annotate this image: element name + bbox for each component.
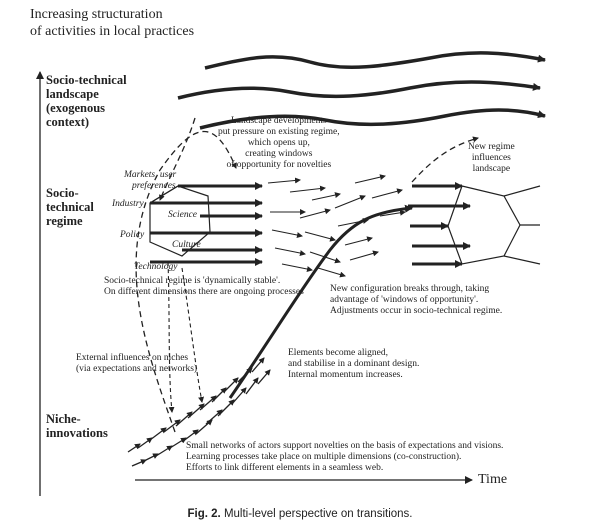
new-regime-lines [503,185,541,265]
aligned-line2: and stabilise in a dominant design. [288,359,420,369]
external-line2: (via expectations and networks) [76,364,198,374]
figure-caption: Fig. 2. Multi-level perspective on trans… [0,508,600,520]
caption-label: Fig. 2. [187,508,221,520]
external-influence-dashes [167,261,205,413]
aligned-line3: Internal momentum increases. [288,370,403,380]
caption-text: Multi-level perspective on transitions. [223,508,413,520]
landscape-dev-line2: put pressure on existing regime, [218,127,340,137]
time-axis-label: Time [478,472,508,487]
landscape-line4: context) [46,115,90,129]
hex-label-technology: Technology [134,262,178,272]
regime-turbulence-arrows [267,174,406,278]
small-networks-line1: Small networks of actors support novelti… [186,441,504,451]
niche-arrows [127,357,271,467]
new-regime-line3: landscape [472,164,511,174]
dyn-stable-line2: On different dimensions there are ongoin… [104,287,304,297]
annotation-landscape-developments: Landscape developments put pressure on e… [218,116,340,171]
regime-line2: technical [46,200,94,214]
level-label-landscape: Socio-technical landscape (exogenous con… [46,73,127,129]
hex-label-policy: Policy [120,230,145,240]
hex-label-industry: Industry [112,199,144,209]
hex-label-preferences: preferences [132,181,176,191]
small-networks-line3: Efforts to link different elements in a … [186,463,384,473]
small-networks-line2: Learning processes take place on multipl… [186,452,462,462]
annotation-breakthrough: New configuration breaks through, taking… [330,284,502,317]
landscape-dev-line5: of opportunity for novelties [226,160,332,170]
niche-line1: Niche- [46,412,81,426]
external-line1: External influences on niches [76,353,189,363]
annotation-aligned: Elements become aligned, and stabilise i… [288,348,419,381]
landscape-dev-line1: Landscape developments [230,116,327,126]
regime-arrows-left [150,182,263,266]
breakthrough-line2: advantage of 'windows of opportunity'. [330,295,479,305]
niche-line2: innovations [46,426,108,440]
regime-arrows-right [408,182,471,268]
aligned-line1: Elements become aligned, [288,348,388,358]
breakthrough-trajectory [228,204,413,399]
annotation-dynamically-stable: Socio-technical regime is 'dynamically s… [104,276,304,298]
new-regime-hexagon [447,185,521,265]
dashed-new-regime-up [411,136,479,183]
landscape-line1: Socio-technical [46,73,127,87]
regime-line3: regime [46,214,83,228]
annotation-new-regime: New regime influences landscape [468,142,515,175]
breakthrough-line1: New configuration breaks through, taking [330,284,490,294]
level-label-niche: Niche- innovations [46,412,108,440]
landscape-dev-line4: creating windows [245,149,313,159]
landscape-waves [177,51,546,130]
level-label-regime: Socio- technical regime [46,186,94,228]
breakthrough-line3: Adjustments occur in socio-technical reg… [330,306,503,316]
hex-label-science: Science [168,210,198,220]
new-regime-line1: New regime [468,142,515,152]
y-axis-title-line1: Increasing structuration [30,7,163,22]
new-regime-line2: influences [471,153,511,163]
hex-label-culture: Culture [172,240,201,250]
annotation-small-networks: Small networks of actors support novelti… [186,441,503,474]
landscape-line2: landscape [46,87,99,101]
hex-label-markets: Markets, user [124,170,177,180]
regime-line1: Socio- [46,186,79,200]
dashed-landscape-pressure [159,117,196,201]
landscape-line3: (exogenous [46,101,106,115]
annotation-external-influences: External influences on niches (via expec… [76,353,197,375]
dashed-niche-to-landscape [135,130,237,433]
y-axis-title-line2: of activities in local practices [30,24,195,39]
landscape-dev-line3: which opens up, [247,138,310,148]
y-axis-title: Increasing structuration of activities i… [30,6,194,40]
dyn-stable-line1: Socio-technical regime is 'dynamically s… [104,276,281,286]
